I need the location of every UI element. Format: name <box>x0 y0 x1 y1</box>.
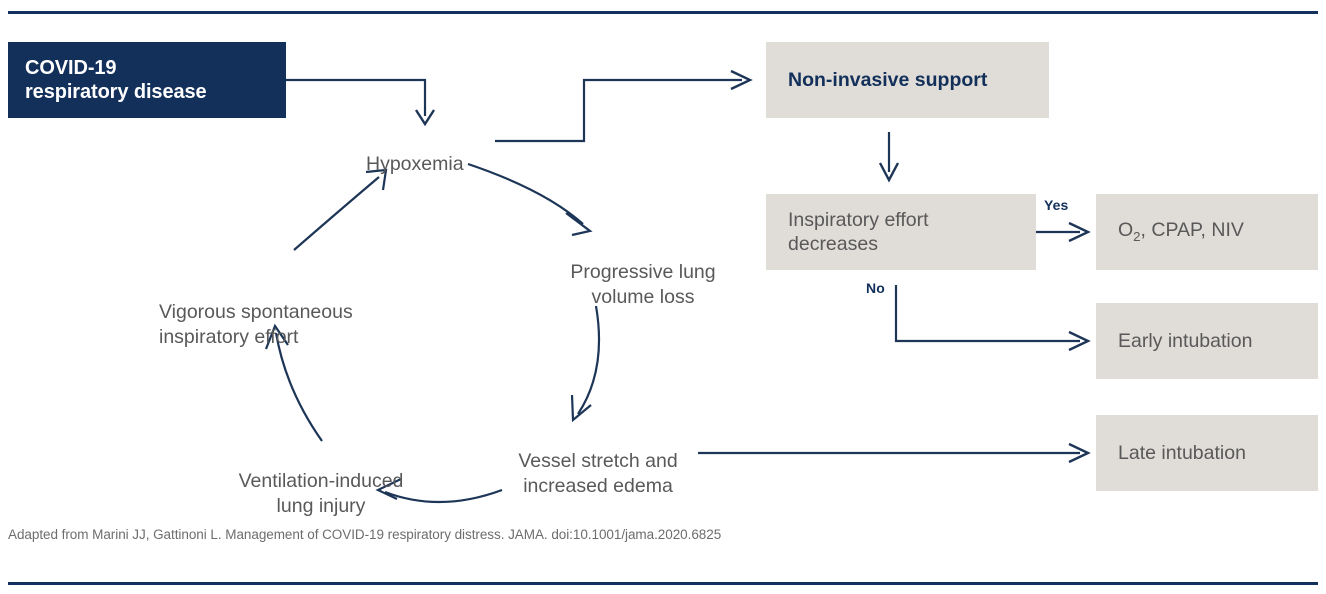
inspiratory-effort-decreases-box: Inspiratory effort decreases <box>766 194 1036 270</box>
arrowhead-arc-vessel-stretch <box>570 394 592 423</box>
arrowhead-covid-to-hypoxemia <box>414 109 436 127</box>
arrowhead-late-intubation <box>1068 442 1091 464</box>
arc-lung-injury-to-vigorous-effort <box>274 332 323 442</box>
cycle-node-hypoxemia: Hypoxemia <box>366 128 464 177</box>
arrowhead-yes-branch <box>1068 221 1091 243</box>
no-label: No <box>866 280 885 296</box>
top-rule <box>8 11 1318 14</box>
arrowhead-no-branch <box>1068 330 1091 352</box>
arrowhead-arc-lung-volume-loss <box>565 212 593 237</box>
cycle-node-ventilation-induced-lung-injury: Ventilation-induced lung injury <box>214 445 428 518</box>
bottom-rule <box>8 582 1318 585</box>
arrowhead-support-to-decision <box>878 162 900 183</box>
ventilation-induced-lung-injury-label: Ventilation-induced lung injury <box>238 470 404 517</box>
o2-cpap-niv-box: O2, CPAP, NIV <box>1096 194 1318 270</box>
vigorous-spontaneous-inspiratory-effort-label: Vigorous spontaneous inspiratory effort <box>159 301 353 348</box>
late-intubation-label: Late intubation <box>1118 441 1246 464</box>
arrowhead-hypoxemia-to-support <box>730 69 753 91</box>
cycle-node-progressive-lung-volume-loss: Progressive lung volume loss <box>562 236 724 309</box>
o2-cpap-niv-label: O2, CPAP, NIV <box>1118 219 1244 245</box>
progressive-lung-volume-loss-label: Progressive lung volume loss <box>570 261 716 308</box>
connector-covid-to-hypoxemia <box>286 78 427 116</box>
late-intubation-box: Late intubation <box>1096 415 1318 491</box>
cycle-node-vigorous-spontaneous-inspiratory-effort: Vigorous spontaneous inspiratory effort <box>159 276 403 349</box>
cycle-node-vessel-stretch-increased-edema: Vessel stretch and increased edema <box>497 425 699 498</box>
inspiratory-effort-decreases-label: Inspiratory effort decreases <box>788 208 929 255</box>
hypoxemia-label: Hypoxemia <box>366 153 464 176</box>
connector-no-branch <box>894 285 1080 343</box>
yes-label: Yes <box>1044 197 1069 213</box>
branch-label-no: No <box>866 280 885 296</box>
arc-lung-volume-loss-to-vessel-stretch <box>577 305 601 415</box>
branch-label-yes: Yes <box>1044 197 1068 213</box>
early-intubation-box: Early intubation <box>1096 303 1318 379</box>
covid-19-respiratory-disease-box: COVID-19 respiratory disease <box>8 42 286 118</box>
source-footnote: Adapted from Marini JJ, Gattinoni L. Man… <box>8 527 722 542</box>
arc-vigorous-effort-to-hypoxemia <box>293 176 380 251</box>
early-intubation-label: Early intubation <box>1118 329 1253 352</box>
non-invasive-support-box: Non-invasive support <box>766 42 1049 118</box>
covid-19-respiratory-disease-label: COVID-19 respiratory disease <box>25 57 207 103</box>
non-invasive-support-label: Non-invasive support <box>788 68 988 91</box>
connector-hypoxemia-to-support <box>495 78 742 143</box>
vessel-stretch-increased-edema-label: Vessel stretch and increased edema <box>518 450 678 497</box>
arc-hypoxemia-to-lung-volume-loss <box>467 162 584 225</box>
